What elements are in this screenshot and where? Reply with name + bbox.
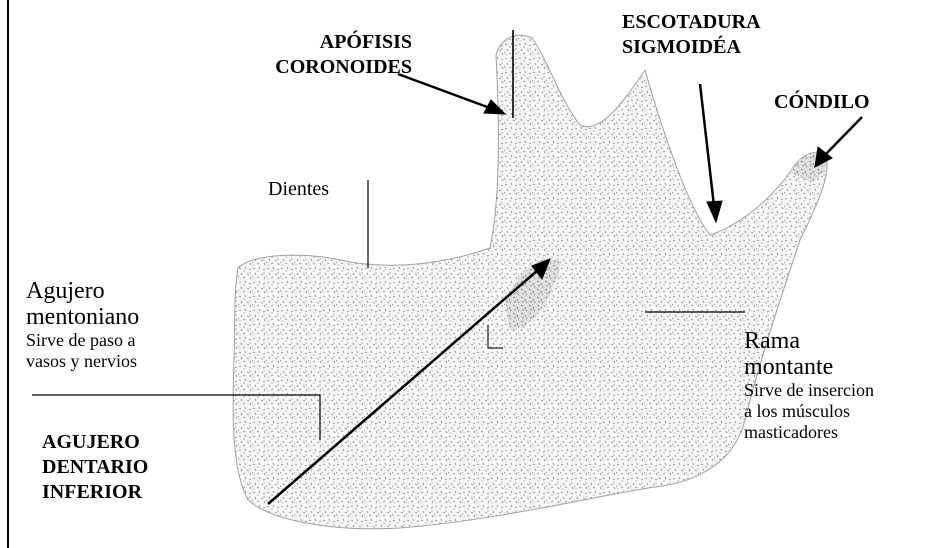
rama-desc-3: masticadores [744,422,874,443]
escotadura-line-2: SIGMOIDÉA [622,35,761,60]
escotadura-line-1: ESCOTADURA [622,10,761,35]
sigmoidea-arrow [700,84,714,206]
label-condilo: CÓNDILO [774,90,870,115]
mentoniano-title-2: mentoniano [26,304,139,330]
condilo-arrow [825,117,862,155]
label-agujero-mentoniano: Agujero mentoniano Sirve de paso a vasos… [26,278,139,372]
label-dientes: Dientes [268,178,329,200]
mentoniano-desc-1: Sirve de paso a [26,330,139,351]
mentoniano-desc-2: vasos y nervios [26,351,139,372]
rama-title-2: montante [744,354,874,380]
sigmoidea-arrowhead [707,201,722,222]
rama-desc-1: Sirve de insercion [744,380,874,401]
label-agujero-dentario-inferior: AGUJERO DENTARIO INFERIOR [42,430,148,505]
rama-title-1: Rama [744,328,874,354]
label-rama-montante: Rama montante Sirve de insercion a los m… [744,328,874,443]
label-apofisis-coronoides: APÓFISIS CORONOIDES [272,30,412,80]
apofisis-line-2: CORONOIDES [272,55,412,80]
rama-desc-2: a los músculos [744,401,874,422]
dentario-line-1: AGUJERO [42,430,148,455]
mentoniano-title-1: Agujero [26,278,139,304]
dentario-line-3: INFERIOR [42,480,148,505]
label-escotadura-sigmoidea: ESCOTADURA SIGMOIDÉA [622,10,761,60]
apofisis-line-1: APÓFISIS [272,30,412,55]
dentario-line-2: DENTARIO [42,455,148,480]
